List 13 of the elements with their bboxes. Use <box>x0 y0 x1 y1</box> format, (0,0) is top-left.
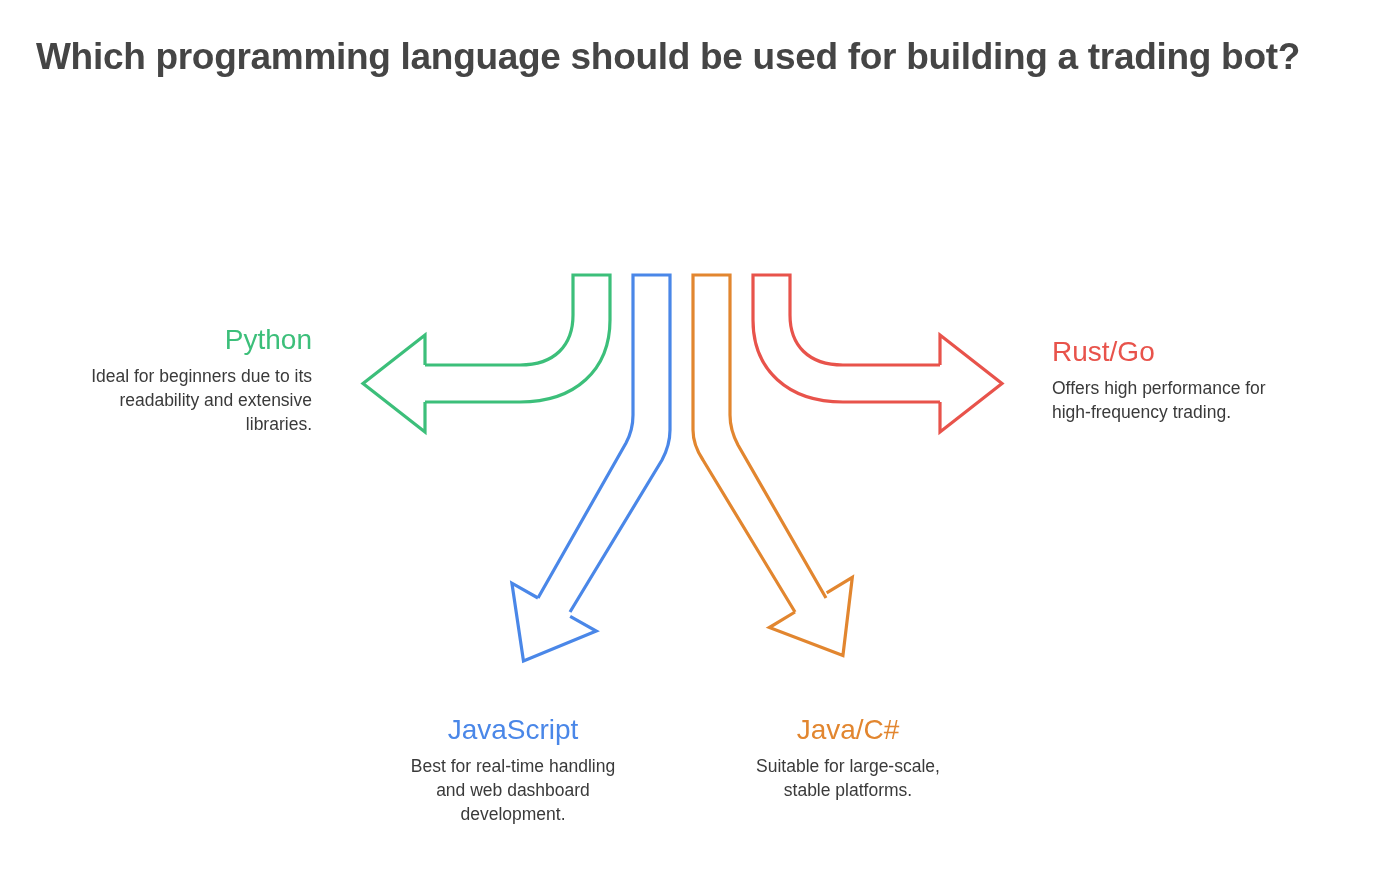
title: Which programming language should be used for building a trading bot? <box>36 36 1300 78</box>
node-heading: Rust/Go <box>1052 336 1156 368</box>
block-arrow <box>510 273 672 663</box>
node-description: Suitable for large-scale, stable platforms. <box>755 755 941 802</box>
node-description: Best for real-time handling and web dashboard development. <box>409 755 617 826</box>
node-description: Ideal for beginners due to its readability and extensive libraries. <box>90 365 312 436</box>
block-arrow <box>361 273 612 434</box>
node-description: Offers high performance for high-frequency trading. <box>1052 377 1267 424</box>
node-heading: Python <box>223 324 312 356</box>
node-heading: JavaScript <box>446 714 580 746</box>
node-heading: Java/C# <box>795 714 901 746</box>
block-arrow <box>691 273 854 658</box>
block-arrow <box>751 273 1004 434</box>
